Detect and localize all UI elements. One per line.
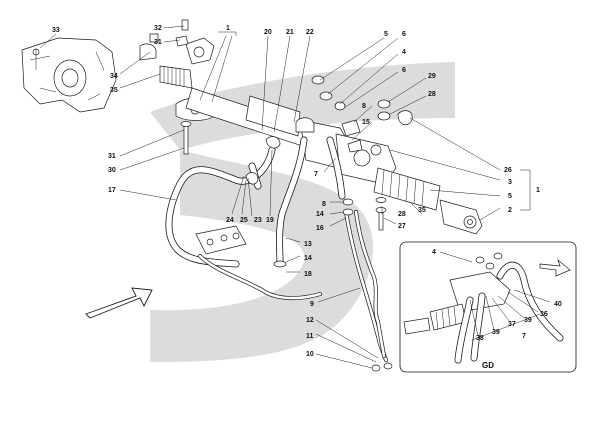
detail-view-gd xyxy=(399,241,577,373)
callout-7: 7 xyxy=(314,171,318,178)
callout-14-mid: 14 xyxy=(316,211,324,218)
callout-4-detail: 4 xyxy=(432,249,436,256)
callout-32: 32 xyxy=(154,25,162,32)
callout-12: 12 xyxy=(306,317,314,324)
callout-18: 18 xyxy=(304,271,312,278)
callout-35-left: 35 xyxy=(110,87,118,94)
callout-labels: 33 32 31 1 34 35 31 30 17 20 21 22 5 6 4… xyxy=(52,25,562,370)
callout-31-left: 31 xyxy=(108,153,116,160)
callout-10: 10 xyxy=(306,351,314,358)
callout-39: 39 xyxy=(492,329,500,336)
callout-17: 17 xyxy=(108,187,116,194)
callout-21: 21 xyxy=(286,29,294,36)
callout-8-top: 8 xyxy=(362,103,366,110)
callout-2: 2 xyxy=(508,207,512,214)
callout-34: 34 xyxy=(110,73,118,80)
callout-4: 4 xyxy=(402,49,406,56)
detail-view-caption: GD xyxy=(482,361,494,370)
callout-14: 14 xyxy=(304,255,312,262)
hose-connection-block xyxy=(195,225,247,255)
callout-27: 27 xyxy=(398,223,406,230)
callout-6: 6 xyxy=(402,67,406,74)
callout-38: 38 xyxy=(476,335,484,342)
watermark-logo xyxy=(150,62,455,362)
callout-6-top: 6 xyxy=(402,31,406,38)
upper-fittings xyxy=(295,75,413,153)
callout-26: 26 xyxy=(504,167,512,174)
callout-35: 35 xyxy=(418,207,426,214)
callout-22: 22 xyxy=(306,29,314,36)
callout-1-top: 1 xyxy=(226,25,230,32)
rigid-pipes xyxy=(198,210,388,362)
callout-16: 16 xyxy=(316,225,324,232)
callout-25: 25 xyxy=(240,217,248,224)
callout-19: 19 xyxy=(266,217,274,224)
callout-33: 33 xyxy=(52,27,60,34)
callout-37: 37 xyxy=(508,321,516,328)
callout-9: 9 xyxy=(310,301,314,308)
callout-40: 40 xyxy=(554,301,562,308)
callout-28-top: 28 xyxy=(428,91,436,98)
callout-28: 28 xyxy=(398,211,406,218)
callout-13: 13 xyxy=(304,241,312,248)
callout-15: 15 xyxy=(362,119,370,126)
fasteners xyxy=(180,121,393,372)
callout-5-right: 5 xyxy=(508,193,512,200)
callout-5: 5 xyxy=(384,31,388,38)
callout-20: 20 xyxy=(264,29,272,36)
steering-knuckle xyxy=(21,37,117,113)
callout-8: 8 xyxy=(322,201,326,208)
hydraulic-hoses xyxy=(165,136,346,268)
callout-29: 29 xyxy=(428,73,436,80)
callout-36: 36 xyxy=(540,311,548,318)
callout-31: 31 xyxy=(154,39,162,46)
callout-leaders xyxy=(39,25,551,369)
callout-23: 23 xyxy=(254,217,262,224)
callout-11: 11 xyxy=(306,333,314,340)
callout-39-right: 39 xyxy=(524,317,532,324)
callout-24: 24 xyxy=(226,217,234,224)
callout-7-detail: 7 xyxy=(522,333,526,340)
callout-3: 3 xyxy=(508,179,512,186)
callout-30: 30 xyxy=(108,167,116,174)
callout-1-right: 1 xyxy=(536,187,540,194)
direction-arrow-left xyxy=(85,287,153,319)
